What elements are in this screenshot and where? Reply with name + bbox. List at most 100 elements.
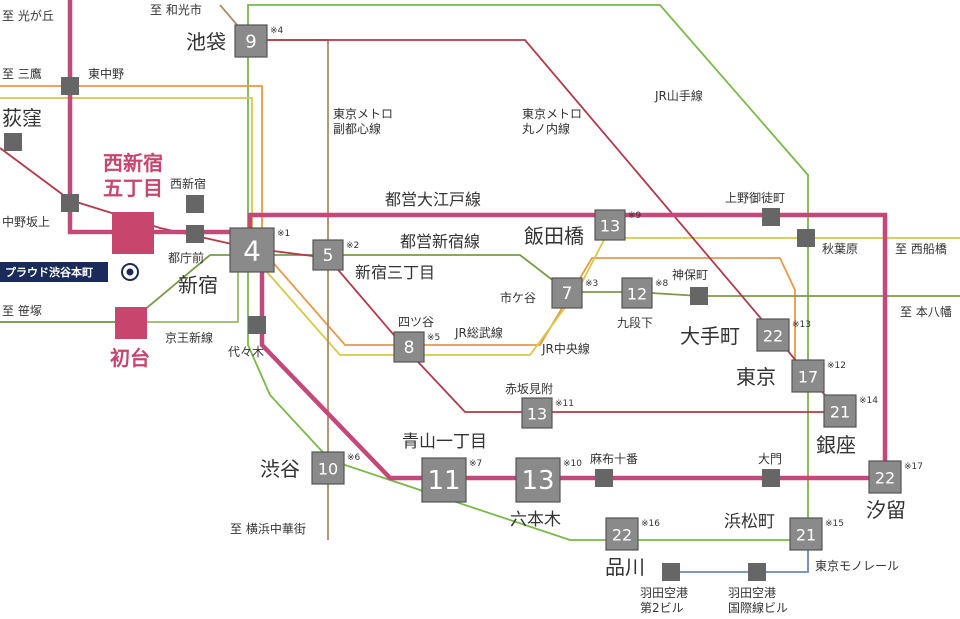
label-hatsudai: 初台 <box>110 346 150 370</box>
station-note-ginza: ※14 <box>859 396 878 406</box>
station-note-ikebukuro: ※4 <box>270 26 284 36</box>
station-yoyogi[interactable] <box>248 316 266 334</box>
label-akasaka-mitsuke: 赤坂見附 <box>505 382 553 396</box>
label-shinjuku: 新宿 <box>178 273 218 297</box>
label-ichigaya: 市ケ谷 <box>500 290 536 305</box>
line-toei-oedo <box>67 0 888 481</box>
station-yotsuya[interactable] <box>393 331 425 363</box>
station-ikebukuro[interactable] <box>234 24 268 58</box>
station-hamamatsucho[interactable] <box>789 517 823 551</box>
label-iidabashi: 飯田橋 <box>524 224 584 248</box>
label-nishishinjuku-gochome: 西新宿五丁目 <box>103 151 163 200</box>
station-akihabara[interactable] <box>797 229 815 247</box>
label-to-nishi-funabashi: 至 西船橋 <box>895 242 947 256</box>
station-jimbocho[interactable] <box>690 287 708 305</box>
label-shiodome: 汐留 <box>866 498 906 522</box>
label-daimon: 大門 <box>758 452 782 466</box>
label-tokyo: 東京 <box>736 365 776 389</box>
station-shiodome[interactable] <box>868 460 902 494</box>
label-toei-oedo: 都営大江戸線 <box>385 190 481 209</box>
station-number-shinjuku: 4 <box>243 235 261 268</box>
label-toei-shinjuku: 都営新宿線 <box>400 232 480 251</box>
station-number-roppongi: 13 <box>521 466 554 496</box>
station-note-shinagawa: ※16 <box>641 519 660 529</box>
station-ichigaya[interactable] <box>551 277 583 309</box>
station-note-akasaka-mitsuke: ※11 <box>555 399 574 409</box>
station-note-shinjuku-sanchome: ※2 <box>346 241 359 251</box>
label-shibuya: 渋谷 <box>260 457 300 481</box>
station-shinjuku[interactable] <box>229 227 275 273</box>
station-otemachi[interactable] <box>756 318 790 352</box>
station-akasaka-mitsuke[interactable] <box>521 397 553 429</box>
station-number-tokyo: 17 <box>798 368 818 387</box>
station-number-ginza: 21 <box>830 403 850 422</box>
station-kudanshita[interactable] <box>621 277 653 309</box>
label-to-sasazuka: 至 笹塚 <box>2 304 42 318</box>
label-jr-sobu: JR総武線 <box>454 325 503 340</box>
station-nishi-shinjuku[interactable] <box>186 195 204 213</box>
label-keio-new: 京王新線 <box>165 330 213 345</box>
label-to-wakoshi: 至 和光市 <box>150 2 202 17</box>
label-ginza: 銀座 <box>816 433 856 457</box>
station-number-akasaka-mitsuke: 13 <box>527 405 547 424</box>
station-shinjuku-sanchome[interactable] <box>312 239 344 271</box>
station-shinagawa[interactable] <box>605 517 639 551</box>
label-jimbocho: 神保町 <box>672 268 708 282</box>
station-note-otemachi: ※13 <box>792 320 811 330</box>
station-iidabashi[interactable] <box>594 209 626 241</box>
station-note-shibuya: ※6 <box>347 453 361 463</box>
station-hatsudai[interactable] <box>115 307 147 339</box>
label-metro-marunouchi: 東京メトロ丸ノ内線 <box>522 107 582 136</box>
station-number-otemachi: 22 <box>763 327 783 346</box>
label-roppongi: 六本木 <box>510 510 561 530</box>
station-haneda-t2[interactable] <box>662 563 680 581</box>
station-tochomae[interactable] <box>186 225 204 243</box>
label-ikebukuro: 池袋 <box>186 30 226 54</box>
station-number-shiodome: 22 <box>875 469 895 488</box>
station-number-hamamatsucho: 21 <box>796 526 816 545</box>
station-number-aoyama-itchome: 11 <box>427 466 460 496</box>
proud-marker-dot <box>126 268 134 276</box>
station-shibuya[interactable] <box>311 451 345 485</box>
line-jr-chuo <box>0 85 796 375</box>
station-roppongi[interactable] <box>515 457 561 503</box>
station-number-shinagawa: 22 <box>612 526 632 545</box>
station-aoyama-itchome[interactable] <box>421 457 467 503</box>
label-to-mitaka: 至 三鷹 <box>2 66 42 81</box>
station-number-iidabashi: 13 <box>600 217 620 236</box>
station-number-kudanshita: 12 <box>627 285 647 304</box>
label-ogikubo: 荻窪 <box>2 106 42 130</box>
station-ginza[interactable] <box>823 394 857 428</box>
station-note-hamamatsucho: ※15 <box>825 519 844 529</box>
station-haneda-intl[interactable] <box>748 563 766 581</box>
station-note-kudanshita: ※8 <box>655 279 669 289</box>
station-nishishinjuku-gochome[interactable] <box>112 212 154 254</box>
line-toei-shinjuku <box>0 254 960 323</box>
station-note-iidabashi: ※9 <box>628 211 642 221</box>
label-metro-fukutoshin: 東京メトロ副都心線 <box>333 107 393 136</box>
label-higashi-nakano: 東中野 <box>88 66 124 81</box>
station-note-shinjuku: ※1 <box>277 229 290 239</box>
label-kudanshita: 九段下 <box>617 315 653 330</box>
proud-label: プラウド渋谷本町 <box>5 265 93 279</box>
station-tokyo[interactable] <box>791 359 825 393</box>
station-higashi-nakano[interactable] <box>61 77 79 95</box>
station-number-shinjuku-sanchome: 5 <box>323 246 334 266</box>
label-to-yokohama-chukagai: 至 横浜中華街 <box>230 521 306 536</box>
label-aoyama-itchome: 青山一丁目 <box>402 432 487 452</box>
station-note-roppongi: ※10 <box>563 459 582 469</box>
station-azabu-juban[interactable] <box>595 469 613 487</box>
label-otemachi: 大手町 <box>680 324 740 348</box>
label-shinagawa: 品川 <box>605 555 645 579</box>
station-ogikubo[interactable] <box>4 133 22 151</box>
station-number-yotsuya: 8 <box>404 338 415 358</box>
station-daimon[interactable] <box>762 469 780 487</box>
label-azabu-juban: 麻布十番 <box>590 451 638 466</box>
label-ueno-okachimachi: 上野御徒町 <box>725 190 785 205</box>
station-note-ichigaya: ※3 <box>585 279 598 289</box>
line-jr-sobu <box>0 97 960 356</box>
station-nakano-sakaue[interactable] <box>61 194 79 212</box>
label-nakano-sakaue: 中野坂上 <box>2 214 50 229</box>
station-ueno-okachimachi[interactable] <box>762 208 780 226</box>
